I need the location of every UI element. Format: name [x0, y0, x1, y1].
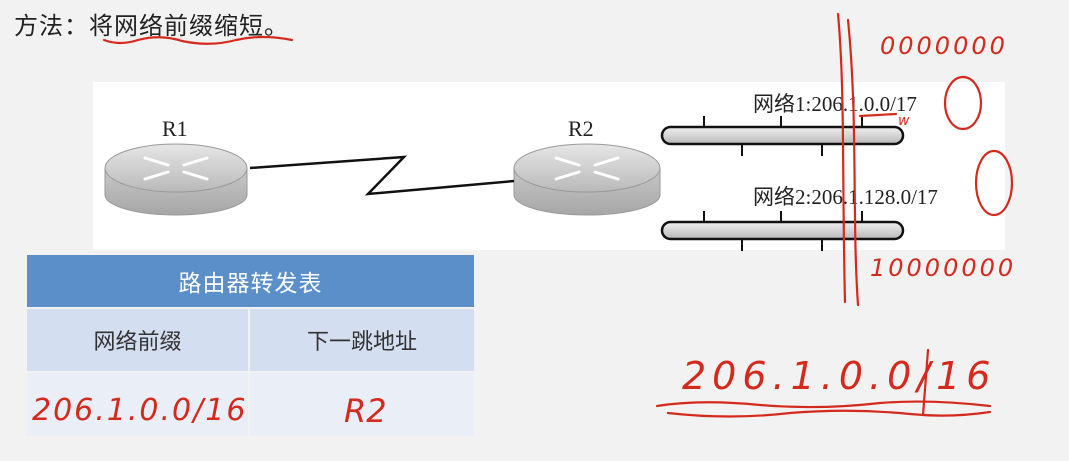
column-header-next-hop: 下一跳地址 [250, 309, 474, 371]
divider-line-2 [846, 18, 860, 307]
table-next-hop-value: R2 [344, 392, 387, 430]
router-r1-icon [104, 143, 248, 216]
small-w-annotation: w [898, 113, 910, 129]
result-underline-2 [666, 409, 992, 418]
result-annotation: 206.1.0.0/16 [682, 354, 996, 398]
table-title: 路由器转发表 [27, 255, 474, 307]
router-r1-label: R1 [162, 116, 188, 141]
table-cell-next-hop [250, 373, 474, 436]
table-cell-prefix [27, 373, 248, 436]
serial-link-icon [249, 155, 515, 196]
forwarding-table: 路由器转发表 网络前缀 下一跳地址 [27, 255, 474, 436]
network-1-circle [943, 75, 983, 131]
network-1-label: 网络1:206.1.0.0/17 [753, 92, 917, 116]
slide-heading: 方法：将网络前缀缩短。 [14, 12, 289, 40]
binary-bottom-annotation: 10000000 [870, 254, 1016, 282]
network-1-underline [858, 112, 898, 118]
heading-underline [102, 35, 294, 45]
network-2-label: 网络2:206.1.128.0/17 [753, 185, 938, 209]
router-r2-icon [513, 143, 661, 216]
result-slash [921, 348, 930, 417]
divider-line-1 [836, 12, 847, 304]
router-r2-label: R2 [568, 116, 594, 141]
network-2-circle [974, 149, 1014, 217]
result-underline-1 [655, 400, 992, 409]
column-header-prefix: 网络前缀 [27, 309, 248, 371]
binary-top-annotation: 0000000 [880, 32, 1008, 60]
table-prefix-value: 206.1.0.0/16 [32, 393, 247, 428]
